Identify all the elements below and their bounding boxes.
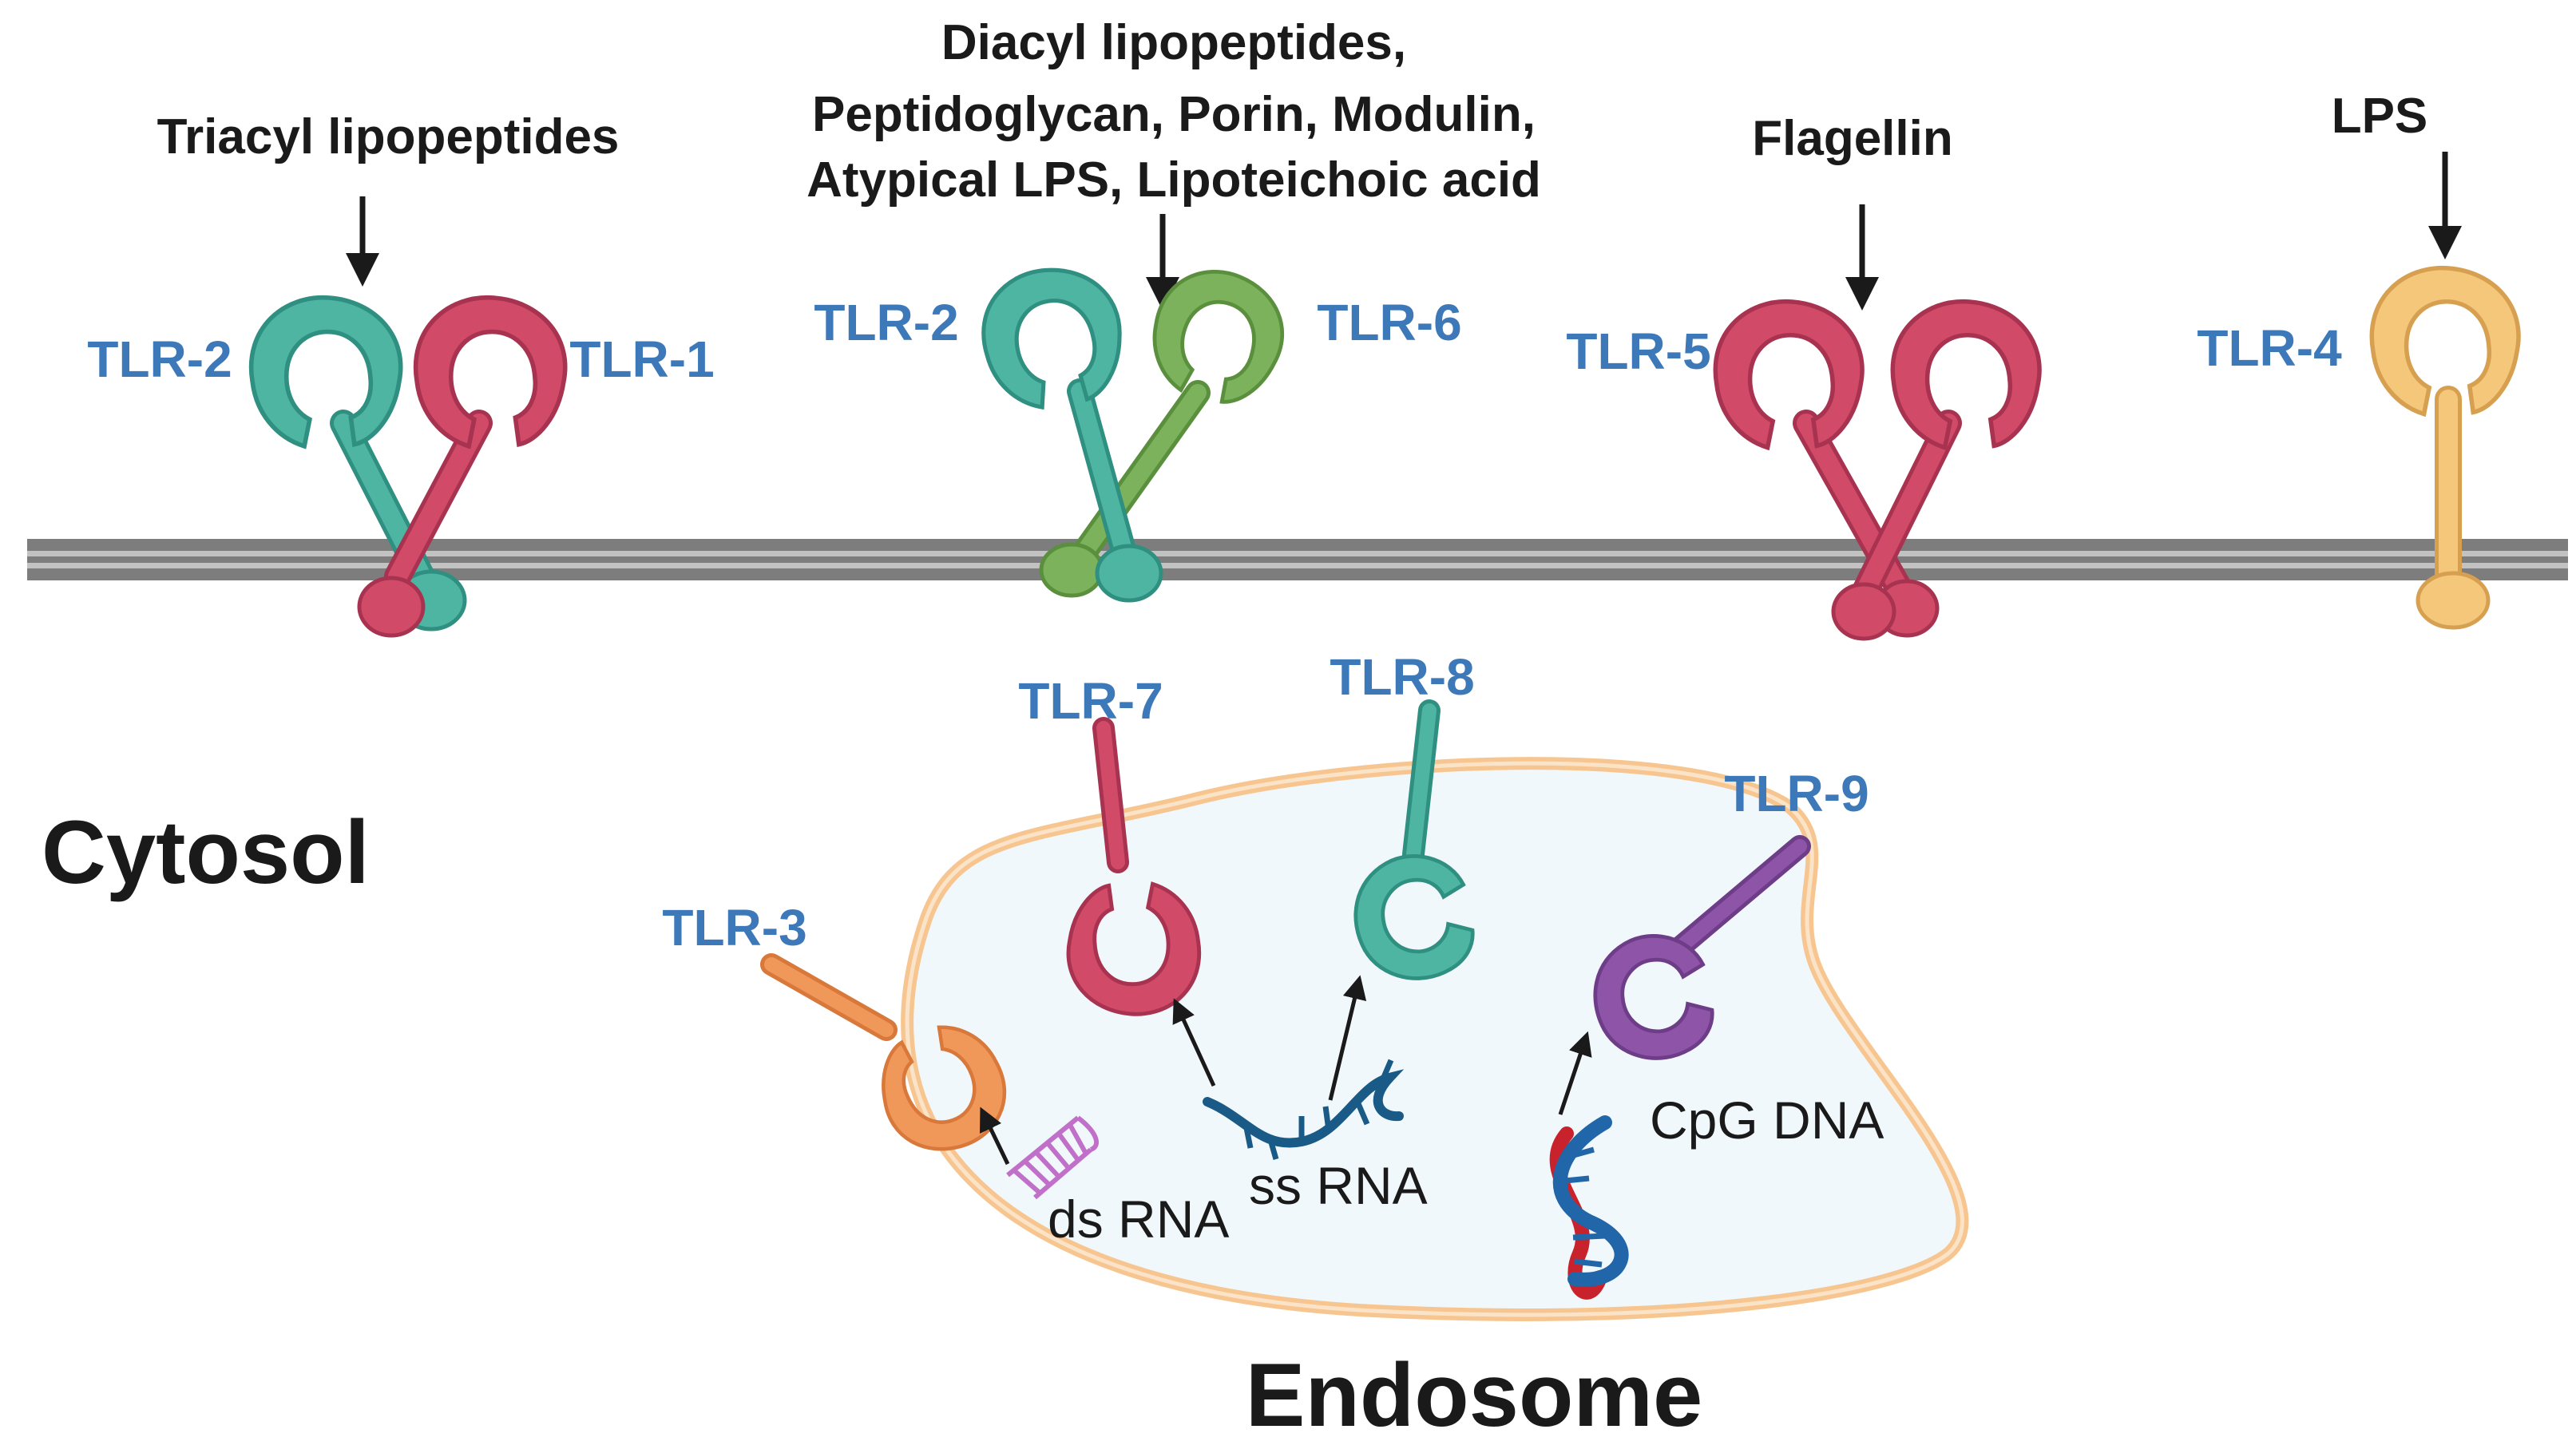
- compartment-label-endosome: Endosome: [1246, 1345, 1703, 1445]
- tlr9-receptor: [1595, 835, 1811, 1058]
- receptor-label-tlr3: TLR-3: [662, 899, 806, 956]
- ligand-label-diacyl-line3: Atypical LPS, Lipoteichoic acid: [806, 152, 1541, 208]
- cpg-dna-molecule: [1549, 1115, 1629, 1300]
- receptor-label-tlr2-a: TLR-2: [87, 331, 232, 388]
- receptor-label-tlr6: TLR-6: [1317, 294, 1461, 351]
- tlr5-receptor-right: [1831, 302, 2039, 641]
- ss-rna-molecule: [1203, 1059, 1405, 1160]
- receptor-label-tlr2-b: TLR-2: [814, 294, 958, 351]
- tlr2-tlr6-dimer: [976, 256, 1298, 603]
- tlr1-receptor: [357, 298, 565, 638]
- receptor-label-tlr8: TLR-8: [1330, 648, 1474, 706]
- receptor-label-tlr5: TLR-5: [1566, 323, 1710, 380]
- ligand-arrows: [346, 152, 2462, 311]
- ligand-label-lps: LPS: [2332, 89, 2428, 144]
- nucleic-acid-label-ss-rna: ss RNA: [1249, 1156, 1428, 1215]
- tlr6-receptor: [1039, 256, 1298, 598]
- ligand-label-flagellin: Flagellin: [1752, 111, 1952, 166]
- tlr2-tlr1-dimer: [252, 298, 565, 638]
- arrow-ss-rna-to-tlr8: [1328, 975, 1367, 1101]
- nucleic-acid-label-cpg-dna: CpG DNA: [1650, 1091, 1884, 1150]
- arrow-cpg-dna-to-tlr9: [1558, 1031, 1592, 1115]
- tlr3-receptor: [760, 953, 1020, 1166]
- receptor-label-tlr7: TLR-7: [1018, 672, 1163, 730]
- tlr4-receptor: [2372, 268, 2519, 630]
- receptor-label-tlr4: TLR-4: [2197, 319, 2342, 377]
- arrow-ss-rna-to-tlr7: [1172, 998, 1216, 1087]
- receptor-label-tlr9: TLR-9: [1724, 765, 1869, 822]
- tlr5-dimer: [1715, 302, 2039, 641]
- tlr2-receptor-b: [976, 261, 1163, 603]
- ligand-label-diacyl-line1: Diacyl lipopeptides,: [941, 15, 1406, 70]
- cell-membrane: [27, 539, 2568, 580]
- ds-rna-molecule: [1006, 1115, 1100, 1200]
- tlr7-receptor: [1068, 717, 1199, 1014]
- compartment-label-cytosol: Cytosol: [42, 802, 370, 902]
- nucleic-acid-label-ds-rna: ds RNA: [1048, 1190, 1229, 1249]
- ligand-label-triacyl-lipopeptides: Triacyl lipopeptides: [157, 109, 620, 164]
- ligand-label-diacyl-line2: Peptidoglycan, Porin, Modulin,: [812, 87, 1536, 142]
- arrow-ds-rna-to-tlr3: [980, 1107, 1010, 1166]
- receptor-label-tlr1: TLR-1: [569, 331, 714, 388]
- tlr8-receptor: [1356, 699, 1472, 978]
